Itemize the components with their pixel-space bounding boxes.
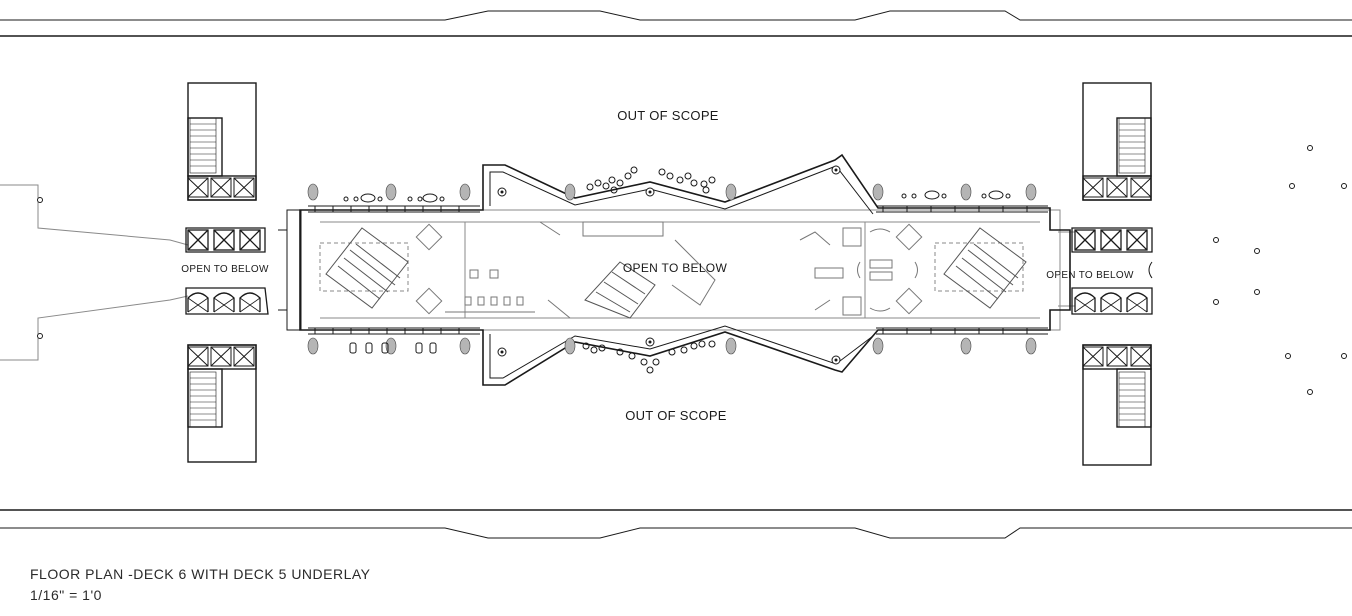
- stair-core-top-left: [187, 82, 257, 201]
- drawing-scale: 1/16" = 1'0: [30, 587, 102, 603]
- open-to-below-label-right: OPEN TO BELOW: [1046, 270, 1134, 281]
- hull-outline: [0, 10, 1352, 539]
- out-of-scope-label-bottom: OUT OF SCOPE: [625, 408, 727, 423]
- elevator-lobby-right: [1071, 227, 1153, 315]
- exterior-points: [37, 145, 1347, 395]
- title-block: FLOOR PLAN -DECK 6 WITH DECK 5 UNDERLAY …: [30, 565, 371, 604]
- seating-clusters: [343, 166, 1011, 374]
- open-to-below-label-center: OPEN TO BELOW: [623, 261, 728, 275]
- deck6-outline: [278, 153, 1071, 386]
- stair-core-bottom-right: [1082, 344, 1152, 466]
- elevator-lobby-left: [185, 227, 269, 315]
- stair-core-top-right: [1082, 82, 1152, 201]
- deck-post-dots: [500, 168, 838, 362]
- out-of-scope-label-top: OUT OF SCOPE: [617, 108, 719, 123]
- open-to-below-label-left: OPEN TO BELOW: [181, 264, 269, 275]
- drawing-title: FLOOR PLAN -DECK 6 WITH DECK 5 UNDERLAY: [30, 566, 371, 582]
- elevator-cars: [187, 177, 1152, 367]
- stair-core-bottom-left: [187, 344, 257, 463]
- railing-posts: [314, 206, 1028, 334]
- stair-treads: [190, 123, 1145, 421]
